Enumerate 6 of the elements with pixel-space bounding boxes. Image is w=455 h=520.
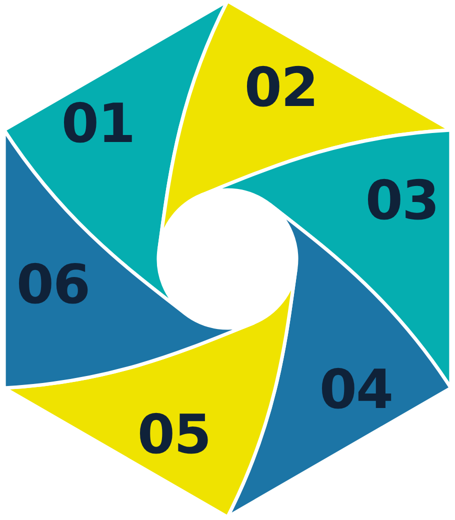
step-number: 01 (61, 97, 135, 151)
step-number: 05 (137, 408, 211, 462)
step-number: 06 (16, 258, 90, 312)
step-number: 04 (319, 363, 393, 417)
step-number: 03 (365, 174, 439, 228)
step-number: 02 (244, 61, 318, 115)
